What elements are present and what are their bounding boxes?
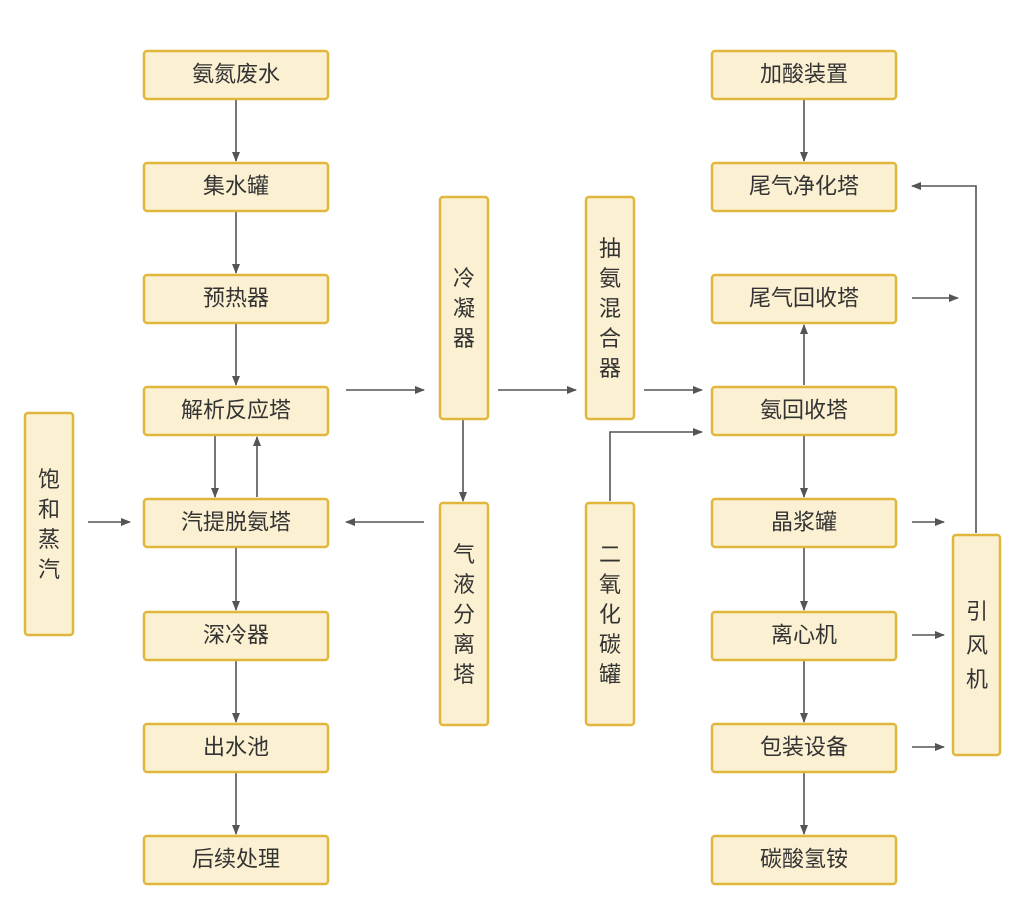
box-preheater: 预热器 — [142, 273, 330, 325]
box-gas-liquid-separator: 气液分离塔 — [438, 501, 490, 727]
connectors — [88, 99, 977, 835]
box-desorption-tower: 解析反应塔 — [142, 385, 330, 437]
box-crystal-slurry-tank: 晶浆罐 — [710, 497, 898, 549]
label-deep-cooler: 深冷器 — [203, 624, 269, 649]
box-outlet-pool: 出水池 — [142, 722, 330, 774]
box-steam-stripping-tower: 汽提脱氨塔 — [142, 497, 330, 549]
box-centrifuge: 离心机 — [710, 610, 898, 662]
label-crystal-slurry-tank: 晶浆罐 — [771, 511, 837, 536]
box-tail-gas-purification: 尾气净化塔 — [710, 161, 898, 213]
box-post-treatment: 后续处理 — [142, 834, 330, 886]
label-centrifuge: 离心机 — [771, 624, 837, 649]
label-saturated-steam: 饱和蒸汽 — [38, 468, 60, 583]
label-collection-tank: 集水罐 — [203, 175, 269, 200]
label-ammonia-recovery: 氨回收塔 — [760, 399, 848, 424]
label-acid-dosing: 加酸装置 — [760, 63, 848, 88]
arrow-co2-to-ammonia-recovery — [609, 428, 703, 501]
label-preheater: 预热器 — [203, 287, 269, 312]
label-desorption-tower: 解析反应塔 — [181, 399, 291, 424]
label-tail-gas-purification: 尾气净化塔 — [749, 175, 859, 200]
box-deep-cooler: 深冷器 — [142, 610, 330, 662]
box-packaging: 包装设备 — [710, 722, 898, 774]
arrow-fan-to-purification — [911, 182, 977, 533]
box-ammonia-wastewater: 氨氮废水 — [142, 49, 330, 101]
box-acid-dosing: 加酸装置 — [710, 49, 898, 101]
box-collection-tank: 集水罐 — [142, 161, 330, 213]
label-condenser: 冷凝器 — [453, 267, 475, 352]
box-induced-fan: 引风机 — [951, 533, 1002, 757]
label-ammonia-mixer: 抽氨混合器 — [599, 237, 621, 382]
label-outlet-pool: 出水池 — [203, 736, 269, 761]
label-post-treatment: 后续处理 — [192, 848, 280, 873]
label-ammonia-wastewater: 氨氮废水 — [192, 63, 280, 88]
box-ammonia-recovery: 氨回收塔 — [710, 385, 898, 437]
box-co2-tank: 二氧化碳罐 — [584, 501, 636, 727]
label-induced-fan: 引风机 — [966, 600, 988, 693]
box-saturated-steam: 饱和蒸汽 — [23, 411, 75, 637]
label-tail-gas-recovery: 尾气回收塔 — [749, 287, 859, 312]
box-ammonia-mixer: 抽氨混合器 — [584, 195, 636, 421]
label-steam-stripping-tower: 汽提脱氨塔 — [181, 511, 291, 536]
box-tail-gas-recovery: 尾气回收塔 — [710, 273, 898, 325]
box-condenser: 冷凝器 — [438, 195, 490, 421]
label-ammonium-bicarbonate: 碳酸氢铵 — [760, 848, 848, 873]
label-co2-tank: 二氧化碳罐 — [599, 543, 621, 688]
box-ammonium-bicarbonate: 碳酸氢铵 — [710, 834, 898, 886]
label-gas-liquid-separator: 气液分离塔 — [453, 543, 475, 688]
label-packaging: 包装设备 — [760, 736, 848, 761]
